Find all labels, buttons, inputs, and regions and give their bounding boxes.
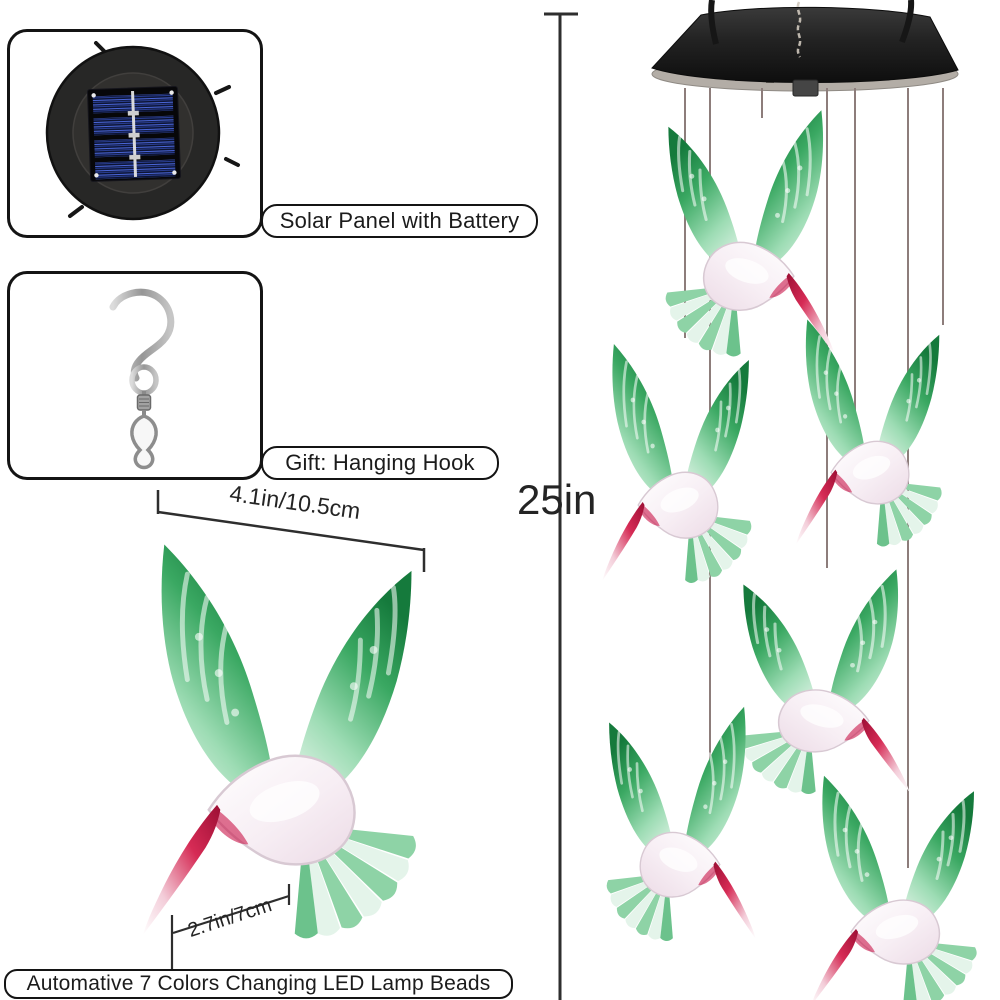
hanging-chain	[796, 1, 802, 58]
solar-panel-photo-box	[7, 29, 263, 238]
hanging-hook-photo	[109, 288, 175, 469]
callout-led-beads: Automative 7 Colors Changing LED Lamp Be…	[4, 969, 513, 999]
shade-connector	[792, 79, 819, 97]
hummingbird-ornament	[604, 705, 758, 943]
wing-width-dimension-label: 4.1in/10.5cm	[228, 479, 363, 525]
featured-hummingbird-photo	[112, 528, 444, 940]
solar-panel-clips	[68, 41, 240, 218]
hummingbird-ornament	[662, 108, 837, 359]
bird-width-dimension-label: 2.7in/7cm	[185, 894, 275, 942]
s-hook	[109, 288, 175, 381]
hummingbird-ornament	[737, 567, 912, 796]
hook-clip	[130, 413, 158, 469]
hummingbird-ornament	[809, 774, 980, 1000]
solar-panel-photo	[45, 41, 240, 221]
solar-cell	[87, 86, 182, 182]
hanging-strings	[684, 88, 944, 868]
hanger-wire-right	[899, 0, 915, 44]
wind-chime-photo	[600, 0, 980, 1000]
callout-hanging-hook: Gift: Hanging Hook	[261, 446, 499, 480]
chime-height-dimension-label: 25in	[517, 476, 597, 523]
hanger-wire-left	[708, 0, 719, 45]
solar-shade-top	[651, 0, 959, 97]
hummingbird-ornament	[794, 318, 945, 549]
hanging-hook-photo-box	[7, 271, 263, 480]
hook-swivel	[136, 390, 152, 417]
hummingbird-ornament	[600, 342, 754, 585]
callout-solar-panel: Solar Panel with Battery	[261, 204, 538, 238]
